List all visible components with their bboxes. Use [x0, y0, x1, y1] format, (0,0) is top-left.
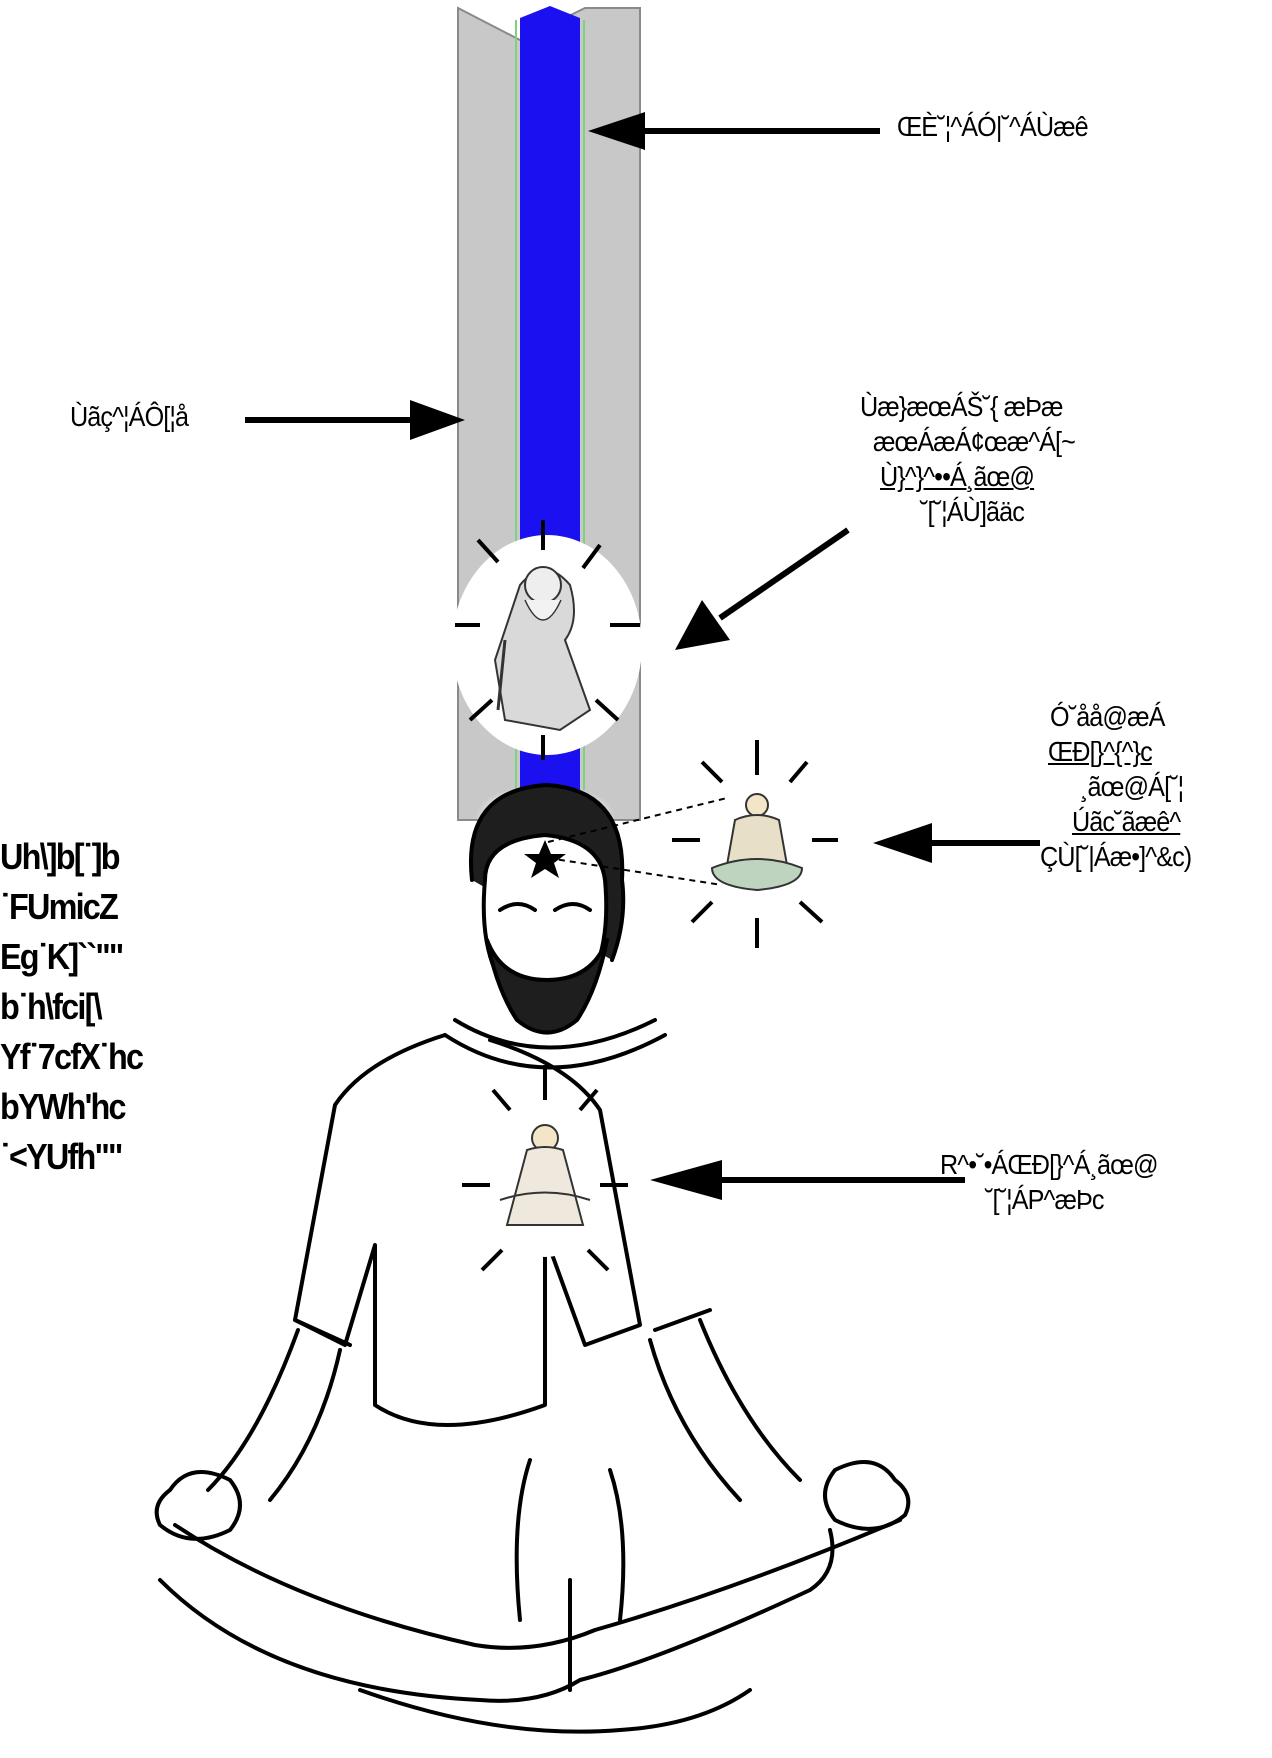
- label-sage-line-1: Ùæ}æœÁŠ˘{ æÞæ: [860, 390, 1063, 424]
- label-sage-line-3: Ù}^}^••Á¸ãœ@: [880, 460, 1034, 494]
- left-block-line-5: Yf˙7cfX˙hc: [0, 1035, 142, 1079]
- left-block-line-6: bYWh'hc: [0, 1085, 125, 1129]
- arrows: [245, 112, 1040, 1200]
- left-block-line-3: Eg˙K]``"": [0, 935, 122, 979]
- label-buddha-line-5: ÇÙ[˘|Áæ•]^&c): [1040, 840, 1191, 874]
- label-jesus-line-2: ˘[˘¦ÁP^æÞc: [985, 1183, 1104, 1217]
- label-sage-line-2: æœÁæÁ¢œæ^Á[~: [873, 425, 1075, 459]
- left-block-line-4: b˙h\fci[\: [0, 985, 101, 1029]
- label-buddha-line-4: Úãc˘ãæê^: [1072, 805, 1180, 839]
- left-block-line-2: ˙FUmicZ: [0, 885, 117, 929]
- meditating-man: [157, 785, 909, 1732]
- label-top-right: ŒÈ˘¦^ÁÓ|˘^ÁÙæê: [897, 110, 1088, 144]
- buddha-figure: [672, 740, 838, 948]
- arrow-sage: [720, 530, 848, 618]
- left-block-line-1: Uh\]b[˙]b: [0, 835, 119, 879]
- label-jesus-line-1: R^•˘•ÁŒĐ[}^Á¸ãœ@: [940, 1148, 1158, 1182]
- label-buddha-line-2: ŒĐ[}^{^}c: [1048, 735, 1152, 769]
- label-buddha-line-3: ¸ãœ@Á[˘¦: [1080, 770, 1183, 804]
- label-left-channel: Ùãç^¦ÁÔ[¦å: [70, 400, 188, 434]
- left-block-line-7: ˙<YUfh"": [0, 1135, 122, 1179]
- label-buddha-line-1: Ó˘åå@æÁ: [1050, 700, 1165, 734]
- label-sage-line-4: ˘[˘¦ÁÙ]ãäc: [920, 495, 1024, 529]
